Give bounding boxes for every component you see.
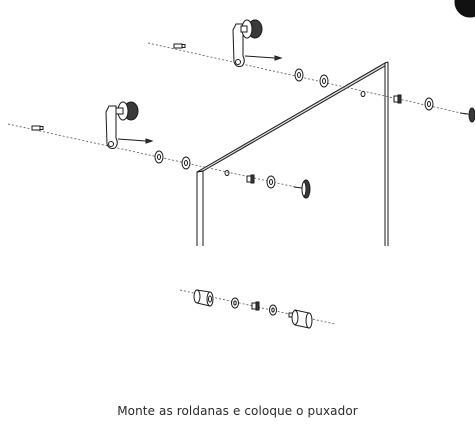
knob-icon [459, 107, 475, 123]
washer-icon [154, 150, 164, 164]
roller-assembly-bottom [7, 101, 311, 199]
screw-icon [173, 43, 186, 49]
handle-assembly [179, 289, 336, 329]
washer-icon [269, 304, 277, 316]
nut-icon [246, 174, 255, 184]
washer-icon [294, 68, 304, 82]
washer-icon [319, 74, 329, 88]
handle-barrel-icon [288, 309, 313, 329]
washer-icon [266, 175, 276, 189]
handle-barrel-icon [193, 289, 214, 307]
washer-icon [424, 97, 434, 111]
nut-icon [393, 94, 402, 104]
door-panel [196, 61, 389, 246]
roller-assembly-top [147, 19, 475, 123]
instruction-caption: Monte as roldanas e coloque o puxador [117, 404, 358, 418]
pin-icon [117, 138, 154, 144]
corner-badge-icon [454, 0, 475, 18]
roller-bracket-icon [232, 19, 263, 67]
washer-icon [181, 156, 191, 170]
screw-icon [31, 125, 44, 131]
knob-icon [293, 179, 311, 199]
pin-icon [244, 55, 283, 61]
roller-bracket-icon [105, 101, 139, 149]
washer-icon [231, 297, 239, 309]
nut-icon [251, 301, 260, 311]
